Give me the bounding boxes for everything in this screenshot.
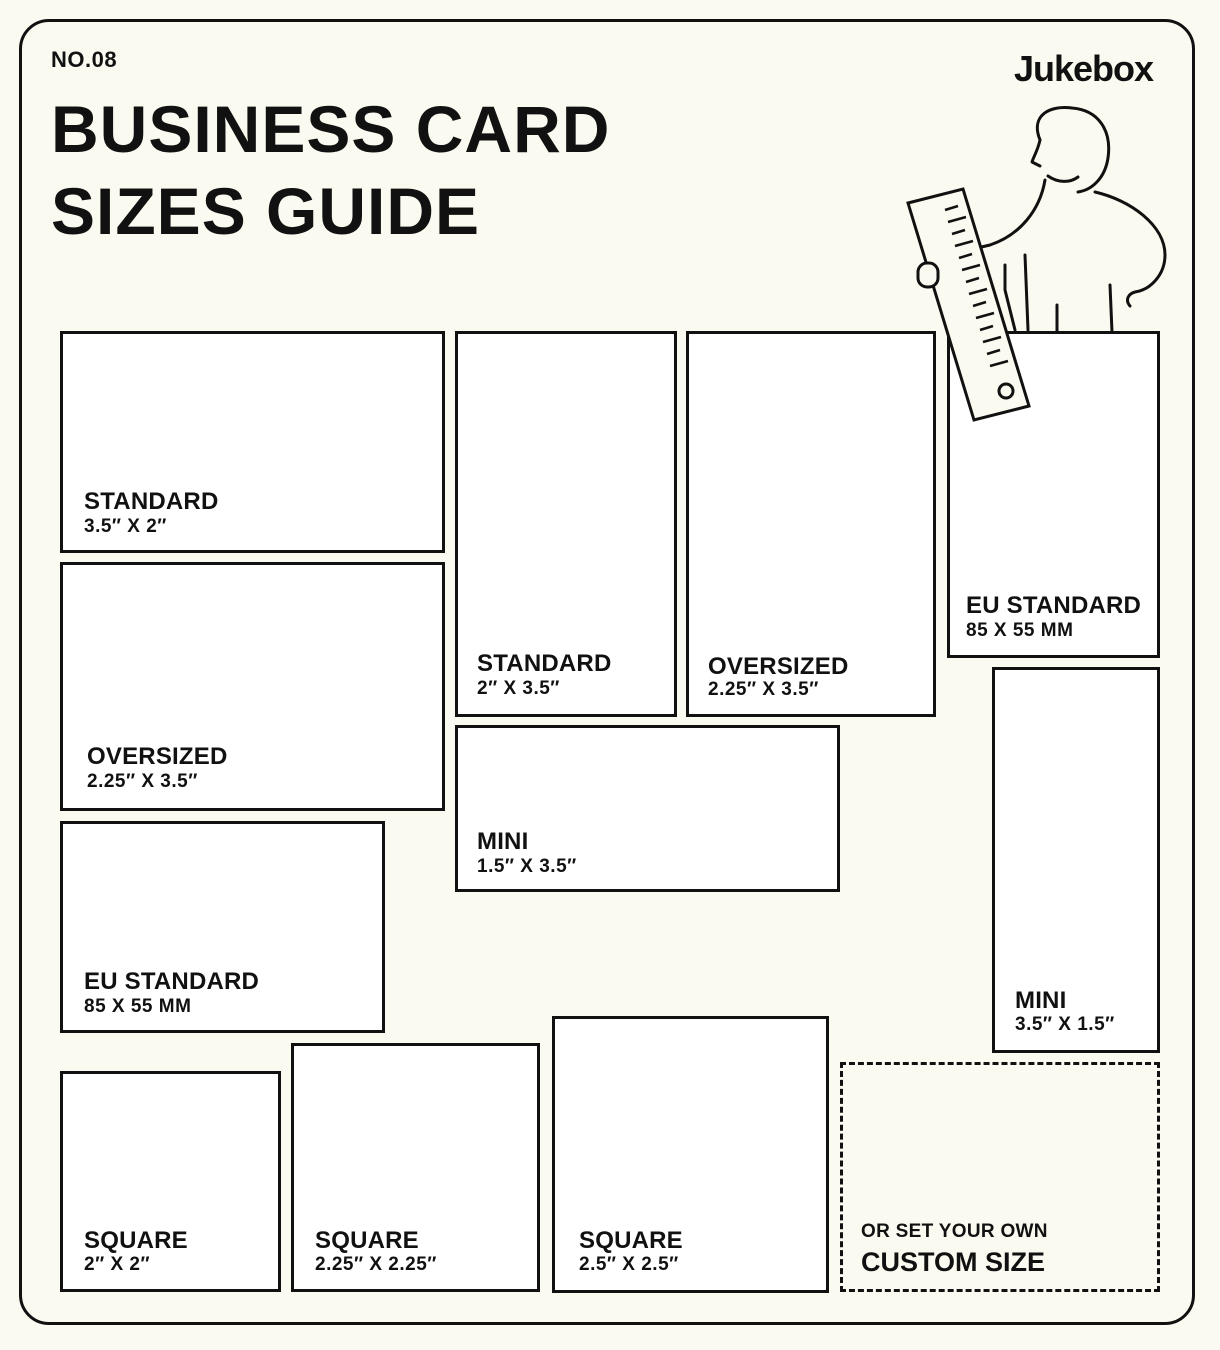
card-name: SQUARE [84, 1227, 188, 1254]
card-name: SQUARE [579, 1227, 683, 1254]
custom-size-label: CUSTOM SIZE [861, 1247, 1046, 1277]
card-size: 3.5″ X 2″ [84, 516, 167, 537]
card-name: OVERSIZED [708, 653, 849, 680]
guide-frame [19, 19, 1195, 1325]
card-name: OVERSIZED [87, 743, 228, 770]
card-size: 85 X 55 MM [84, 996, 192, 1017]
card-name: MINI [477, 828, 529, 855]
card-size: 2″ X 3.5″ [477, 678, 560, 699]
card-eu-standard-landscape: EU STANDARD 85 X 55 MM [60, 821, 385, 1033]
card-square-2-25: SQUARE 2.25″ X 2.25″ [291, 1043, 540, 1292]
hand-icon [916, 261, 940, 289]
card-size: 1.5″ X 3.5″ [477, 856, 577, 877]
card-square-2: SQUARE 2″ X 2″ [60, 1071, 281, 1292]
card-mini-portrait: MINI 3.5″ X 1.5″ [992, 667, 1160, 1053]
card-square-2-5: SQUARE 2.5″ X 2.5″ [552, 1016, 829, 1293]
card-size: 2.25″ X 2.25″ [315, 1254, 437, 1275]
card-name: MINI [1015, 987, 1067, 1014]
title-line-2: SIZES GUIDE [51, 174, 481, 248]
card-size: 85 X 55 MM [966, 620, 1074, 641]
custom-size-prefix: OR SET YOUR OWN [861, 1221, 1048, 1242]
card-size: 2.25″ X 3.5″ [708, 679, 819, 700]
card-name: EU STANDARD [966, 592, 1142, 619]
page-title: BUSINESS CARD SIZES GUIDE [51, 88, 610, 252]
card-size: 2.25″ X 3.5″ [87, 771, 198, 792]
brand-logo: Jukebox [1014, 48, 1154, 89]
card-name: STANDARD [84, 488, 219, 515]
title-line-1: BUSINESS CARD [51, 92, 611, 166]
card-custom-size: OR SET YOUR OWN CUSTOM SIZE [840, 1062, 1160, 1292]
person-icon [958, 105, 1167, 334]
ruler-icon [906, 187, 1031, 422]
card-standard-landscape: STANDARD 3.5″ X 2″ [60, 331, 445, 553]
card-name: SQUARE [315, 1227, 419, 1254]
issue-number: NO.08 [51, 47, 118, 72]
card-size: 2.5″ X 2.5″ [579, 1254, 679, 1275]
card-standard-portrait: STANDARD 2″ X 3.5″ [455, 331, 677, 717]
card-oversized-landscape: OVERSIZED 2.25″ X 3.5″ [60, 562, 445, 811]
card-name: STANDARD [477, 650, 612, 677]
card-size: 3.5″ X 1.5″ [1015, 1014, 1115, 1035]
card-mini-landscape: MINI 1.5″ X 3.5″ [455, 725, 840, 892]
card-oversized-portrait: OVERSIZED 2.25″ X 3.5″ [686, 331, 936, 717]
card-name: EU STANDARD [84, 968, 260, 995]
card-size: 2″ X 2″ [84, 1254, 151, 1275]
